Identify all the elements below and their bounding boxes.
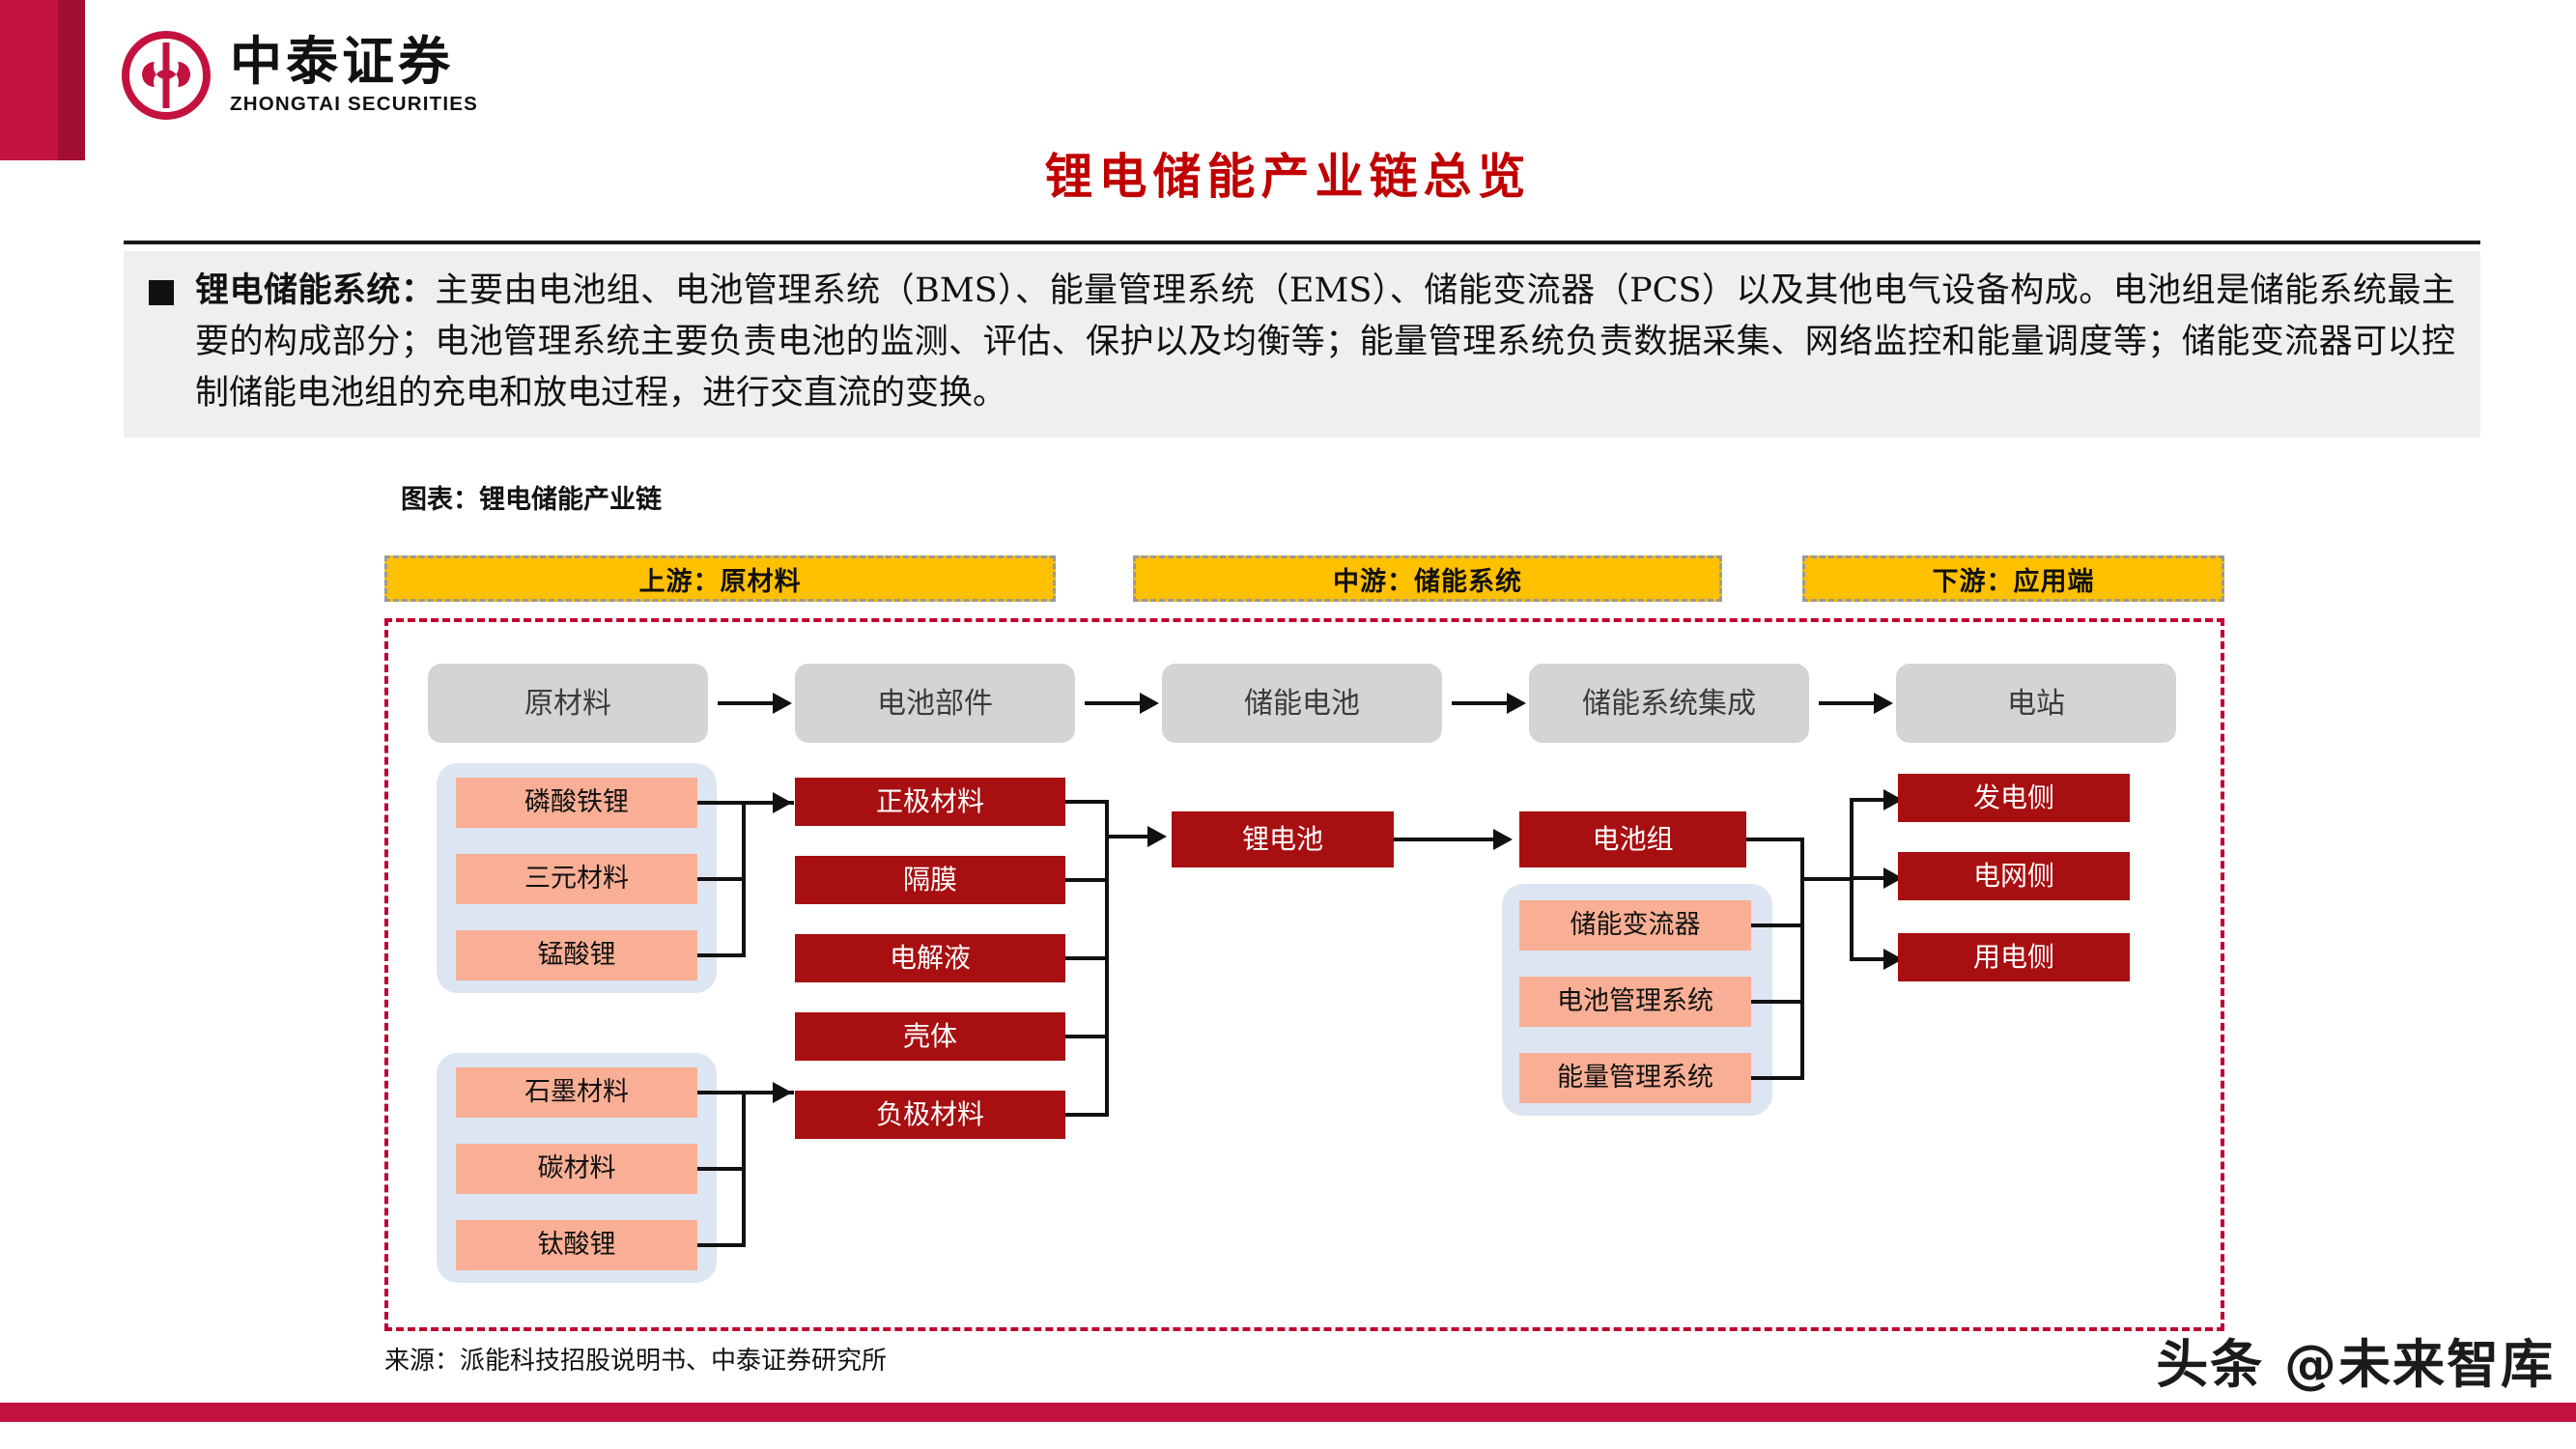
component-line-cathode [1065, 800, 1109, 804]
component-node-case: 壳体 [795, 1012, 1065, 1061]
stage-band-row: 上游：原材料 中游：储能系统 下游：应用端 [384, 555, 2224, 602]
band-downstream: 下游：应用端 [1802, 555, 2224, 602]
stage-arrow-line-4 [1819, 701, 1879, 705]
application-feed-line [1800, 877, 1854, 881]
application-node-generation-side: 发电侧 [1898, 774, 2130, 822]
bullet-square-icon [149, 280, 174, 305]
application-line-generation [1850, 798, 1888, 802]
component-line-case [1065, 1035, 1109, 1038]
component-node-separator: 隔膜 [795, 856, 1065, 904]
stage-arrow-head-1 [773, 693, 792, 714]
summary-text: 锂电储能系统：主要由电池组、电池管理系统（BMS）、能量管理系统（EMS）、储能… [195, 265, 2455, 420]
summary-panel: 锂电储能系统：主要由电池组、电池管理系统（BMS）、能量管理系统（EMS）、储能… [124, 251, 2480, 438]
component-merge-spine [1105, 800, 1109, 1115]
company-logo: 中泰证券 ZHONGTAI SECURITIES [120, 17, 487, 133]
component-node-electrolyte: 电解液 [795, 934, 1065, 982]
material-node-lto: 钛酸锂 [456, 1220, 697, 1270]
logo-company-name-cn: 中泰证券 [230, 30, 454, 92]
cell-to-pack-arrow [1493, 829, 1513, 850]
cell-to-pack-line [1394, 838, 1500, 841]
material-node-carbon: 碳材料 [456, 1144, 697, 1194]
application-node-grid-side: 电网侧 [1898, 852, 2130, 900]
stage-arrow-line-1 [718, 701, 778, 705]
component-line-electrolyte [1065, 956, 1109, 960]
component-to-cell-arrow [1147, 826, 1167, 847]
stage-node-storage-cell: 储能电池 [1162, 664, 1442, 743]
application-line-consumer [1850, 957, 1888, 961]
anode-arrow-head [773, 1082, 792, 1103]
material-node-lmo: 锰酸锂 [456, 930, 697, 980]
component-node-anode: 负极材料 [795, 1091, 1065, 1139]
stage-arrow-head-4 [1874, 693, 1893, 714]
component-line-anode [1065, 1113, 1109, 1117]
figure-source: 来源：派能科技招股说明书、中泰证券研究所 [384, 1347, 888, 1376]
material-node-graphite: 石墨材料 [456, 1067, 697, 1118]
watermark-label: 头条 @未来智库 [2156, 1334, 2555, 1395]
figure-caption: 图表：锂电储能产业链 [401, 485, 662, 515]
diagram-frame [384, 618, 2224, 1331]
cathode-connector-bottom [697, 953, 746, 957]
stage-node-cell-components: 电池部件 [795, 664, 1075, 743]
summary-lead: 锂电储能系统： [195, 270, 436, 310]
logo-company-name-en: ZHONGTAI SECURITIES [230, 93, 479, 116]
system-node-ems: 能量管理系统 [1519, 1053, 1751, 1103]
anode-connector-bottom [697, 1243, 746, 1247]
application-line-grid [1850, 876, 1888, 880]
anode-connector-mid [697, 1167, 746, 1171]
zhongtai-logo-icon [120, 29, 212, 122]
pcs-connector-line [1751, 923, 1804, 927]
anode-connector-top [697, 1091, 794, 1094]
system-merge-spine [1800, 838, 1804, 1080]
pack-node-battery-pack: 电池组 [1519, 811, 1746, 867]
system-node-bms: 电池管理系统 [1519, 977, 1751, 1027]
cathode-arrow-head [773, 792, 792, 813]
material-node-lfp: 磷酸铁锂 [456, 778, 697, 828]
brand-bar-left-dark [58, 0, 85, 160]
summary-body: 主要由电池组、电池管理系统（BMS）、能量管理系统（EMS）、储能变流器（PCS… [195, 271, 2455, 413]
bms-connector-line [1751, 1000, 1804, 1004]
band-midstream: 中游：储能系统 [1133, 555, 1722, 602]
application-node-consumer-side: 用电侧 [1898, 933, 2130, 981]
footer-bar [0, 1403, 2576, 1422]
header-divider [124, 241, 2480, 244]
brand-bar-left-light [0, 0, 58, 160]
pack-connector-line [1746, 838, 1804, 841]
band-upstream: 上游：原材料 [384, 555, 1056, 602]
component-to-cell-line [1105, 835, 1153, 838]
page-title: 锂电储能产业链总览 [1044, 148, 1532, 205]
cathode-connector-spine [742, 801, 746, 957]
anode-connector-spine [742, 1091, 746, 1247]
stage-node-raw-material: 原材料 [428, 664, 708, 743]
material-node-nmc: 三元材料 [456, 854, 697, 904]
stage-arrow-head-3 [1507, 693, 1526, 714]
stage-arrow-head-2 [1140, 693, 1159, 714]
stage-node-system-integration: 储能系统集成 [1529, 664, 1809, 743]
cathode-connector-mid [697, 877, 746, 881]
stage-arrow-line-2 [1085, 701, 1145, 705]
stage-node-power-station: 电站 [1896, 664, 2176, 743]
cathode-connector-top [697, 801, 794, 805]
component-line-separator [1065, 878, 1109, 882]
ems-connector-line [1751, 1076, 1804, 1080]
system-node-pcs: 储能变流器 [1519, 900, 1751, 951]
cell-node-lithium-battery: 锂电池 [1172, 811, 1394, 867]
stage-arrow-line-3 [1452, 701, 1512, 705]
component-node-cathode: 正极材料 [795, 778, 1065, 826]
